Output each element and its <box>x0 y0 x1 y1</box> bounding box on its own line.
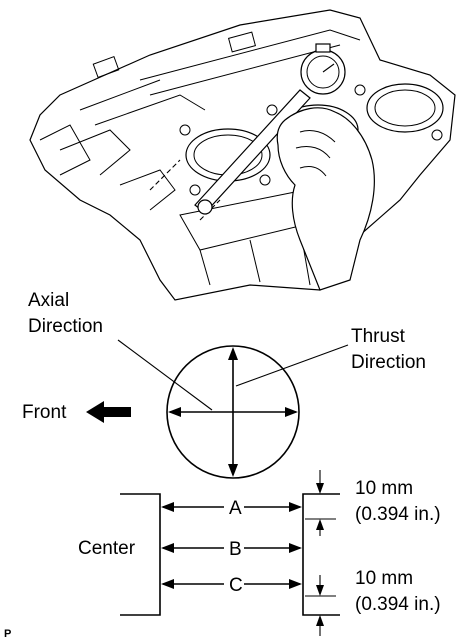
bore-direction-diagram <box>117 339 349 479</box>
left-bracket <box>120 493 161 616</box>
arrowhead-up-icon <box>228 347 238 360</box>
front-label: Front <box>22 402 67 423</box>
arrow-b-right-icon <box>289 543 302 553</box>
upper-dim-in-label: (0.394 in.) <box>355 504 441 525</box>
arrow-c-left-icon <box>161 579 174 589</box>
hand-illustration <box>276 107 375 291</box>
bore-gauge-illustration <box>194 43 346 215</box>
position-a-label: A <box>229 498 242 519</box>
right-bracket <box>302 493 340 616</box>
arrow-a-left-icon <box>161 502 174 512</box>
position-b-label: B <box>229 539 242 560</box>
arrow-a-right-icon <box>289 502 302 512</box>
arrowhead-down-icon <box>228 464 238 477</box>
thrust-label-line2: Direction <box>351 352 426 373</box>
center-label: Center <box>78 538 136 559</box>
upper-dim-arrow-down-icon <box>316 483 324 494</box>
arrowhead-left-icon <box>168 407 181 417</box>
corner-mark: P <box>4 628 11 640</box>
front-arrow-icon <box>86 401 131 423</box>
arrow-c-right-icon <box>289 579 302 589</box>
upper-dim-arrow-up-icon <box>316 519 324 530</box>
axial-label-line2: Direction <box>28 316 103 337</box>
lower-dim-mm-label: 10 mm <box>355 568 413 589</box>
lower-dim-in-label: (0.394 in.) <box>355 594 441 615</box>
arrowhead-right-icon <box>285 407 298 417</box>
arrow-b-left-icon <box>161 543 174 553</box>
lower-dim-arrow-down-icon <box>316 585 324 596</box>
axial-leader-line <box>117 339 213 411</box>
axial-label-line1: Axial <box>28 290 69 311</box>
thrust-label-line1: Thrust <box>351 326 406 347</box>
lower-dim-arrow-up-icon <box>316 615 324 626</box>
position-c-label: C <box>229 575 243 596</box>
bore-circle <box>166 345 300 479</box>
measurement-position-diagram <box>120 470 340 636</box>
upper-dim-mm-label: 10 mm <box>355 478 413 499</box>
thrust-leader-line <box>235 344 349 387</box>
